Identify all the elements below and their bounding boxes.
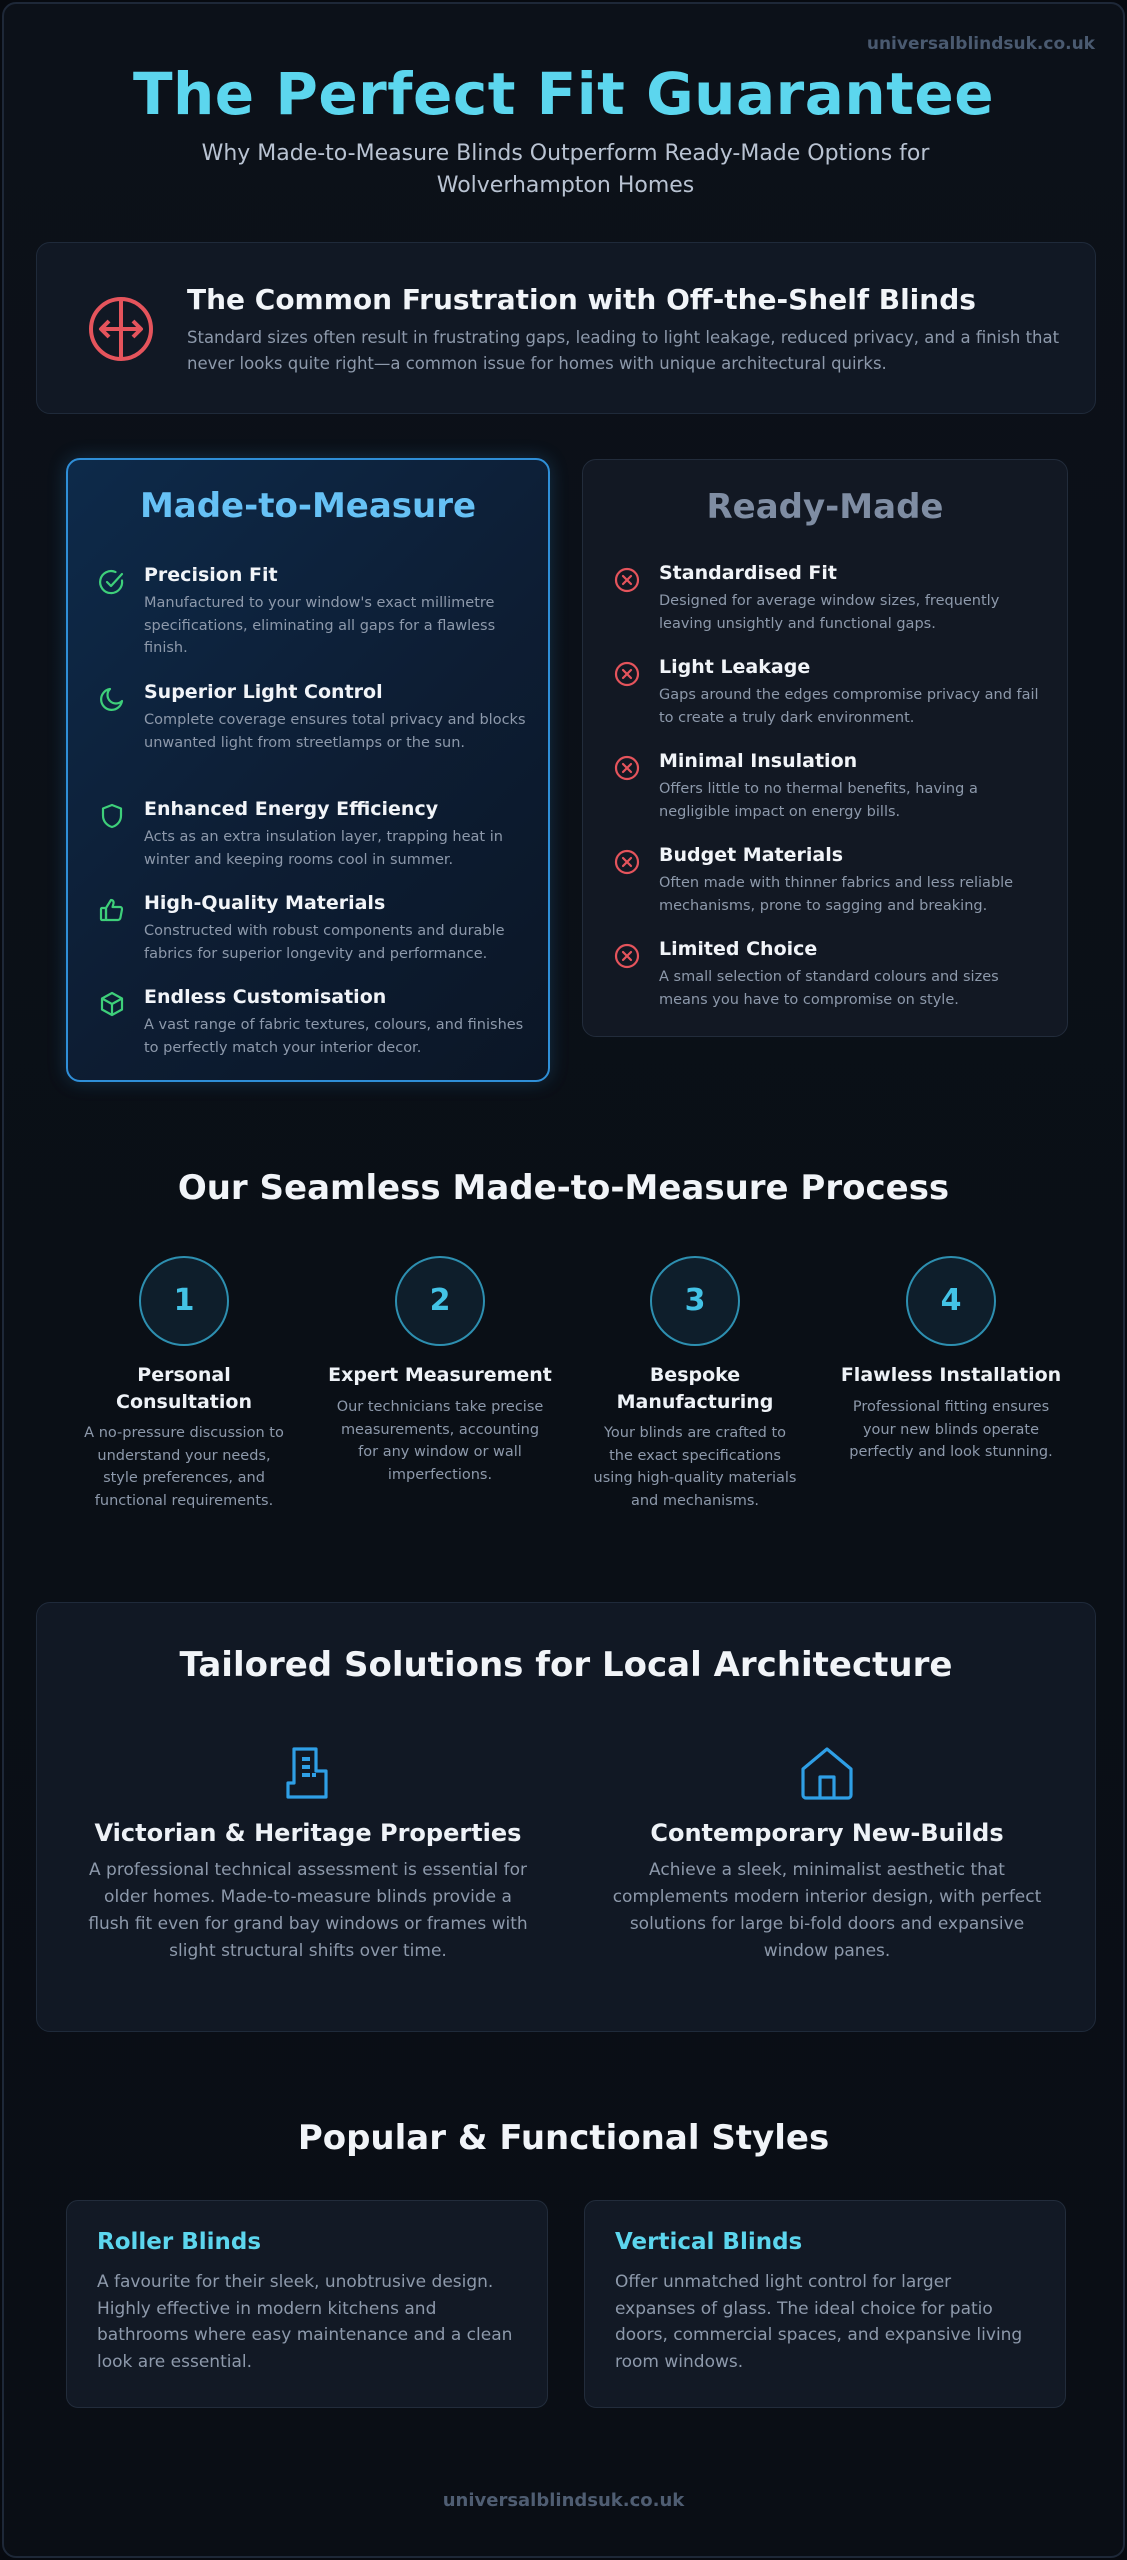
step-number-badge: 4 [906, 1256, 996, 1346]
drawback-title: Light Leakage [659, 656, 811, 678]
ready-made-title: Ready-Made [706, 487, 944, 527]
x-circle-icon [614, 849, 640, 875]
cube-icon [100, 991, 124, 1017]
x-circle-icon [614, 755, 640, 781]
styles-title: Popular & Functional Styles [297, 2118, 830, 2158]
style-card-title: Vertical Blinds [615, 2229, 803, 2255]
feature-text: Complete coverage ensures total privacy … [144, 712, 526, 751]
step-title: Personal Consultation [116, 1364, 252, 1413]
made-to-measure-title: Made-to-Measure [139, 486, 477, 526]
style-card-text: A favourite for their sleek, unobtrusive… [97, 2272, 513, 2372]
drawback-title: Minimal Insulation [659, 750, 858, 772]
feature-text: Manufactured to your window's exact mill… [144, 595, 496, 656]
step-title: Expert Measurement [328, 1364, 552, 1386]
architecture-item-text: Achieve a sleek, minimalist aesthetic th… [612, 1860, 1042, 1961]
drawback-title: Limited Choice [659, 938, 818, 960]
shield-icon [101, 803, 123, 829]
frustration-text: Standard sizes often result in frustrati… [187, 328, 1060, 373]
step-text: A no-pressure discussion to understand y… [84, 1425, 284, 1509]
drawback-text: Designed for average window sizes, frequ… [659, 593, 1000, 632]
process-title: Our Seamless Made-to-Measure Process [177, 1168, 950, 1208]
frustration-heading: The Common Frustration with Off-the-Shel… [187, 283, 976, 316]
architecture-panel: Tailored Solutions for Local Architectur… [36, 1602, 1096, 2032]
drawback-title: Budget Materials [659, 844, 844, 866]
architecture-title: Tailored Solutions for Local Architectur… [179, 1645, 953, 1685]
feature-title: Enhanced Energy Efficiency [144, 798, 439, 820]
drawback-title: Standardised Fit [659, 562, 838, 584]
step-text: Professional fitting ensures your new bl… [849, 1399, 1053, 1460]
style-card-vertical: Vertical Blinds Offer unmatched light co… [584, 2200, 1066, 2408]
step-title: Bespoke Manufacturing [616, 1364, 774, 1413]
no-fit-arrows-icon [89, 297, 153, 361]
x-circle-icon [614, 943, 640, 969]
house-icon [801, 1747, 853, 1800]
architecture-item-text: A professional technical assessment is e… [88, 1860, 528, 1961]
drawback-text: A small selection of standard colours an… [659, 969, 999, 1008]
x-circle-icon [614, 567, 640, 593]
site-domain-header[interactable]: universalblindsuk.co.uk [866, 34, 1095, 54]
page-subtitle: Why Made-to-Measure Blinds Outperform Re… [201, 141, 930, 198]
architecture-item-title: Victorian & Heritage Properties [94, 1819, 522, 1847]
thumbs-up-icon [99, 898, 124, 922]
frustration-panel: The Common Frustration with Off-the-Shel… [36, 242, 1096, 414]
step-number-badge: 2 [395, 1256, 485, 1346]
moon-icon [100, 687, 124, 711]
ready-made-card: Ready-Made Standardised Fit Designed for… [582, 459, 1068, 1037]
feature-title: High-Quality Materials [144, 892, 386, 914]
made-to-measure-card: Made-to-Measure Precision Fit Manufactur… [66, 458, 550, 1082]
feature-text: Acts as an extra insulation layer, trapp… [144, 829, 503, 868]
step-text: Our technicians take precise measurement… [336, 1399, 544, 1483]
step-title: Flawless Installation [840, 1364, 1062, 1386]
x-circle-icon [614, 661, 640, 687]
drawback-text: Often made with thinner fabrics and less… [659, 875, 1014, 914]
architecture-item-title: Contemporary New-Builds [650, 1819, 1004, 1847]
step-number-badge: 3 [650, 1256, 740, 1346]
step-text: Your blinds are crafted to the exact spe… [593, 1425, 797, 1509]
style-card-roller: Roller Blinds A favourite for their slee… [66, 2200, 548, 2408]
building-icon [286, 1747, 328, 1799]
feature-title: Superior Light Control [144, 681, 383, 703]
site-domain-footer[interactable]: universalblindsuk.co.uk [442, 2490, 685, 2511]
page-title: The Perfect Fit Guarantee [132, 60, 995, 128]
feature-title: Precision Fit [144, 564, 278, 586]
feature-text: A vast range of fabric textures, colours… [144, 1017, 524, 1056]
check-circle-icon [99, 570, 124, 595]
drawback-text: Gaps around the edges compromise privacy… [659, 687, 1039, 726]
style-card-text: Offer unmatched light control for larger… [615, 2272, 1023, 2372]
feature-title: Endless Customisation [144, 986, 387, 1008]
step-number-badge: 1 [139, 1256, 229, 1346]
drawback-text: Offers little to no thermal benefits, ha… [659, 781, 978, 820]
style-card-title: Roller Blinds [97, 2229, 262, 2255]
feature-text: Constructed with robust components and d… [144, 923, 505, 962]
